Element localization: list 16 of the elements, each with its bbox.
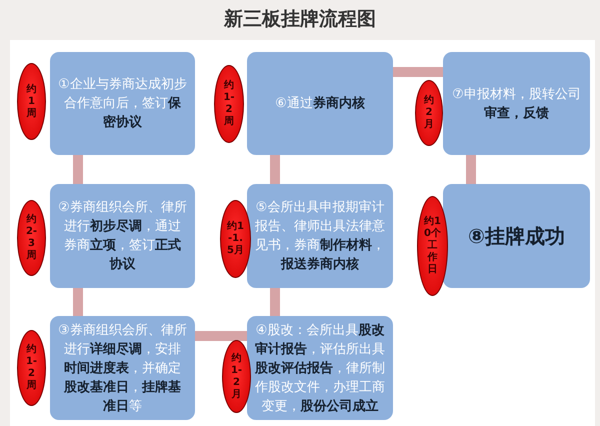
step-box: ⑤会所出具申报期审计报告、律师出具法律意见书，券商制作材料，报送券商内核 xyxy=(247,184,393,288)
connector-bar xyxy=(270,155,280,184)
connector-bar xyxy=(195,331,247,341)
connector-bar xyxy=(270,288,280,316)
step-box: ①企业与券商达成初步合作意向后，签订保密协议 xyxy=(50,52,195,155)
connector-bar xyxy=(73,155,83,184)
step-box: ⑥通过券商内核 xyxy=(247,52,393,155)
connector-bar xyxy=(393,67,443,77)
step-box: ③券商组织会所、律所进行详细尽调，安排时间进度表，并确定股改基准日，挂牌基准日等 xyxy=(50,316,195,420)
connector-bar xyxy=(466,155,476,184)
title: 新三板挂牌流程图 xyxy=(222,7,377,32)
step-box: ⑦申报材料，股转公司审查，反馈 xyxy=(443,52,590,155)
step-box: ②券商组织会所、律所进行初步尽调，通过券商立项，签订正式协议 xyxy=(50,184,195,288)
step-box: ⑧挂牌成功 xyxy=(443,184,590,288)
connector-bar xyxy=(73,288,83,316)
step-box: ④股改：会所出具股改审计报告，评估所出具股改评估报告，律所制作股改文件，办理工商变更，股份公司成立 xyxy=(247,316,393,420)
